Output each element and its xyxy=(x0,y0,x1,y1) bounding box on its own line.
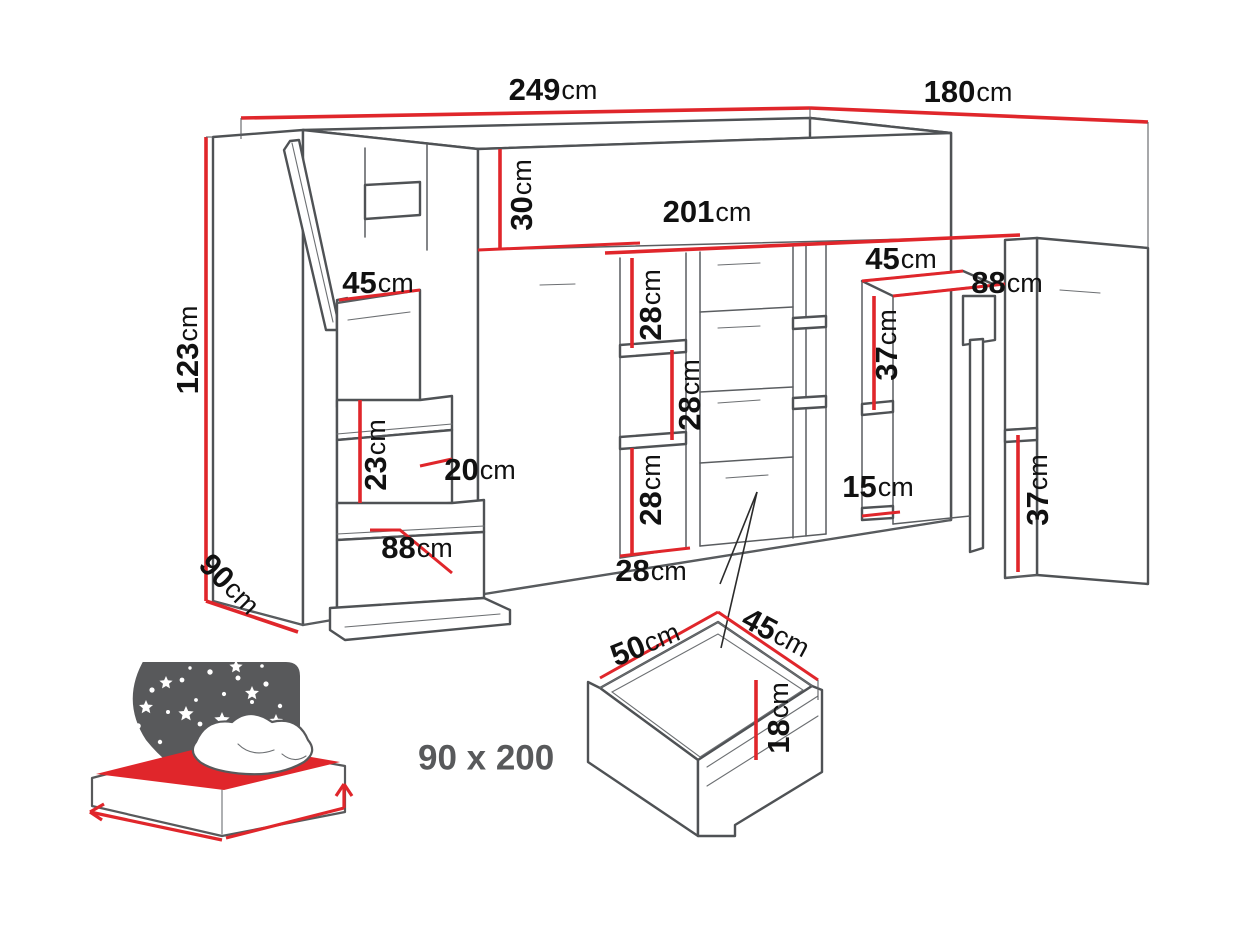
stair-step-middle-face xyxy=(335,428,454,510)
mattress-arrow-length xyxy=(89,810,223,842)
label-249: 249cm xyxy=(509,72,598,107)
label-28-upper: 28cm xyxy=(633,269,668,340)
pillow-fold-1 xyxy=(237,743,275,754)
dimension-lines xyxy=(204,106,1149,760)
stair-step-top-groove xyxy=(347,311,411,321)
dimline-201 xyxy=(604,233,1021,255)
drawer-divider-2 xyxy=(699,386,794,393)
desk-apron xyxy=(961,294,997,347)
drawer-handle-1 xyxy=(717,325,761,329)
wardrobe-front-panel xyxy=(1035,236,1150,586)
label-180: 180cm xyxy=(924,74,1013,109)
mattress-size-label: 90 x 200 xyxy=(418,738,554,777)
side-shelf-board-lower xyxy=(618,430,688,451)
label-37-wardrobe: 37cm xyxy=(1020,454,1055,525)
wardrobe-shelf-board xyxy=(1003,426,1039,444)
bed-base-left-edge xyxy=(212,600,304,626)
stair-base-plinth xyxy=(328,596,512,642)
label-45-stair: 45cm xyxy=(342,265,413,300)
stair-step-top-face xyxy=(335,288,422,409)
stair-base-plinth-crease xyxy=(344,613,501,628)
dimline-88-desk xyxy=(892,282,1006,298)
drawer-handle-0 xyxy=(717,262,761,266)
label-23: 23cm xyxy=(358,419,393,490)
desk-base-line xyxy=(892,515,971,525)
open-shelf-board-1 xyxy=(791,314,828,331)
dimline-50 xyxy=(599,610,719,680)
pullout-drawer xyxy=(586,491,824,838)
pillow-duvet xyxy=(191,712,314,776)
label-18-drawer: 18cm xyxy=(761,682,796,753)
dimline-90 xyxy=(205,599,299,634)
label-88-desk: 88cm xyxy=(971,265,1042,300)
upper-cabinet-handle-groove xyxy=(539,283,576,286)
desk-leg xyxy=(968,337,985,554)
drawer-front-face xyxy=(696,684,824,838)
dimline-28-width xyxy=(619,546,691,558)
centre-cabinet-block xyxy=(618,244,828,585)
wardrobe-bottom-edge xyxy=(1004,574,1038,579)
stair-step-middle-top xyxy=(335,394,454,442)
open-shelf-board-2 xyxy=(791,394,828,411)
label-20: 20cm xyxy=(444,452,515,487)
drawer-handle-3 xyxy=(725,474,769,479)
stair-stringer-crease xyxy=(291,142,334,323)
upper-cabinet-shelf xyxy=(363,180,422,221)
stair-step-bottom-groove xyxy=(336,525,485,535)
mattress-arrow-head-left xyxy=(89,802,105,822)
desk-unit xyxy=(860,269,997,554)
bed-left-side-panel xyxy=(211,128,305,627)
drawer-inner-rim xyxy=(610,633,805,758)
moon-swoosh xyxy=(108,658,200,780)
drawer-callout-leader xyxy=(720,491,758,649)
label-201: 201cm xyxy=(663,194,752,229)
wardrobe-handle-groove xyxy=(1059,289,1101,294)
dimline-45-stair xyxy=(338,288,421,302)
stair-step-middle-groove xyxy=(336,423,453,435)
desk-shelf-board xyxy=(860,399,895,417)
label-28-width: 28cm xyxy=(615,553,686,588)
label-45-desk: 45cm xyxy=(865,241,936,276)
drawer-divider-1 xyxy=(699,306,794,313)
side-shelf-board-upper xyxy=(618,338,688,359)
label-123: 123cm xyxy=(170,306,205,395)
dimline-45-desk xyxy=(861,269,964,283)
dimline-15 xyxy=(861,510,901,518)
drawer-rim-back-right xyxy=(717,621,813,687)
dimline-249 xyxy=(240,106,811,120)
drawer-front-lower-crease xyxy=(706,715,819,787)
mattress-icon xyxy=(89,658,354,842)
label-37-desk: 37cm xyxy=(869,309,904,380)
drawer-rim-back-left xyxy=(599,621,719,689)
stair-unit xyxy=(282,138,512,642)
pillow-fold-2 xyxy=(281,753,307,761)
drawer-front-top-crease xyxy=(706,695,819,768)
label-28-lower: 28cm xyxy=(633,454,668,525)
label-30: 30cm xyxy=(504,159,539,230)
label-15: 15cm xyxy=(842,469,913,504)
dimline-45-drawer xyxy=(717,610,819,682)
loft-bed-main-body xyxy=(211,116,953,627)
mattress-arrow-width xyxy=(225,806,345,840)
dimline-180 xyxy=(809,106,1149,124)
mattress-arrow-head-right xyxy=(334,783,354,797)
right-wardrobe xyxy=(1003,236,1150,586)
label-88-stair: 88cm xyxy=(381,530,452,565)
drawer-leader-line xyxy=(719,491,758,585)
drawer-handle-2 xyxy=(717,399,761,404)
label-28-drawer: 28cm xyxy=(672,359,707,430)
drawer-divider-3 xyxy=(699,456,794,464)
dimline-30-base xyxy=(477,241,641,252)
dimline-88-stair xyxy=(370,528,453,575)
dimline-20 xyxy=(419,457,453,468)
centre-block-bottom xyxy=(699,533,827,547)
